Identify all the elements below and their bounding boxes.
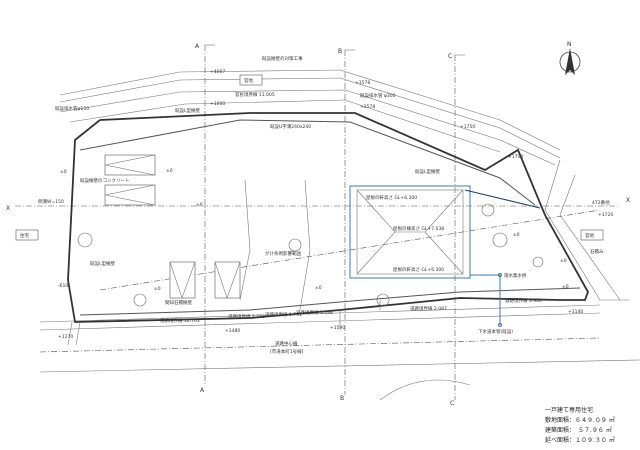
summary-title: 一戸建て専用住宅 bbox=[545, 406, 593, 414]
elevation: ±0 bbox=[315, 285, 322, 291]
elevation: +4007 bbox=[210, 69, 225, 75]
public-land-right: 官地 bbox=[585, 232, 594, 239]
label-road-boundary-top: 官民境界線 11.005 bbox=[235, 91, 275, 98]
elevation: ±0 bbox=[562, 284, 569, 290]
section-x-right: X bbox=[626, 197, 630, 204]
elevation-marks: +4007 +1000 +3578 +2578 +1700 +1270 +148… bbox=[58, 69, 613, 340]
label-road-boundary-bottom: 道路境界線 12.703 bbox=[160, 317, 200, 324]
summary-building-area: 建築面積： ５７.９６ ㎡ bbox=[545, 426, 612, 434]
building-footprint bbox=[349, 185, 541, 327]
elevation: ±0 bbox=[60, 169, 67, 175]
label-roof-top: 屋根の軒高さ GL+6.300 bbox=[366, 194, 417, 201]
area-summary: 一戸建て専用住宅 敷地面積：６４９.０９ ㎡ 建築面積： ５７.９６ ㎡ 延べ面… bbox=[545, 406, 615, 444]
site-boundary bbox=[67, 112, 589, 323]
label-lot: 472番地 bbox=[592, 199, 610, 206]
house-left: 住宅 bbox=[20, 232, 29, 239]
elevation: +1750 bbox=[460, 124, 475, 130]
elevation: +1480 bbox=[225, 328, 240, 334]
elevation: +1270 bbox=[58, 334, 73, 340]
public-land-top: 官地 bbox=[244, 77, 253, 84]
label-water-pipe: 既設排水管φ150 bbox=[55, 105, 89, 112]
label-sewer: 下水道本管(既設) bbox=[478, 328, 513, 335]
label-road-boundary-6: 道路境界線 3.900 bbox=[505, 297, 542, 304]
label-road-boundary-5: 道路境界線 2.087 bbox=[410, 305, 447, 312]
elevation: +2578 bbox=[360, 104, 375, 110]
label-rear-wall: 既設L型擁壁 bbox=[90, 260, 116, 267]
label-road-boundary-4: 道路境界線 3.098 bbox=[296, 309, 333, 316]
label-concrete: 既設擁壁のコンクリート bbox=[80, 177, 130, 184]
elevation: -610 bbox=[58, 283, 68, 289]
elevation: ±0 bbox=[154, 286, 161, 292]
section-a-bottom: A bbox=[200, 387, 205, 394]
label-catch-basin: 雨水集水桝 bbox=[504, 272, 527, 279]
u-ditch-line bbox=[79, 119, 536, 206]
elevation: +1140 bbox=[568, 309, 583, 315]
parking-spaces bbox=[104, 154, 241, 299]
elevation: ±0 bbox=[560, 258, 567, 264]
label-cliff-range: がけ条例影響範囲 bbox=[265, 250, 301, 257]
label-l-wall-right: 既設L型擁壁 bbox=[415, 168, 441, 175]
section-x-left: X bbox=[6, 205, 10, 212]
road-lines-top bbox=[39, 69, 640, 401]
label-side-ditch: 側溝W=150 bbox=[38, 198, 64, 205]
label-drain: 既設排水管 φ300 bbox=[360, 92, 396, 99]
elevation: +1720 bbox=[598, 212, 613, 218]
trees bbox=[77, 203, 544, 307]
label-roof-bottom: 屋根の軒高さ GL+6.300 bbox=[393, 266, 444, 273]
elevation: +3578 bbox=[355, 80, 370, 86]
label-retaining-new: 間知石積擁壁 bbox=[165, 299, 192, 306]
label-wall-work: 既設擁壁の対策工事 bbox=[262, 55, 303, 62]
section-b-top: B bbox=[338, 48, 342, 55]
north-label: N bbox=[567, 41, 572, 48]
elevation: +1000 bbox=[210, 101, 225, 107]
elevation: ±0 bbox=[166, 168, 173, 174]
label-u-ditch: 既設U字溝240x240 bbox=[270, 123, 311, 130]
summary-site-area: 敷地面積：６４９.０９ ㎡ bbox=[545, 416, 615, 424]
summary-floor-area: 延べ面積：１０９.３０ ㎡ bbox=[545, 436, 615, 444]
section-a-top: A bbox=[195, 43, 200, 50]
elevation: ±0 bbox=[513, 232, 520, 238]
elevation: +1590 bbox=[330, 325, 345, 331]
section-c-top: C bbox=[448, 53, 452, 60]
elevation: ±0 bbox=[196, 202, 203, 208]
label-road-center: 道路中心線 bbox=[275, 340, 298, 347]
section-c-bottom: C bbox=[450, 400, 454, 407]
house-left-box bbox=[15, 229, 39, 241]
section-lines bbox=[15, 44, 620, 400]
elevation: +1700 bbox=[508, 154, 523, 160]
label-l-wall-top: 既設L型擁壁 bbox=[175, 107, 201, 114]
label-roof-mid: 屋根の棟高さ GL+7.038 bbox=[393, 225, 444, 232]
section-b-bottom: B bbox=[340, 395, 344, 402]
label-road-name: [市道本町1号線] bbox=[270, 348, 304, 355]
label-road-boundary-2: 道路境界線 2.270 bbox=[228, 313, 265, 320]
label-stone: 石積み bbox=[590, 248, 604, 255]
north-compass-icon bbox=[559, 48, 581, 75]
public-land-right-box bbox=[580, 229, 604, 241]
label-road-boundary-3: 道路境界線 1.791 bbox=[265, 311, 302, 318]
public-land-top-box bbox=[239, 74, 263, 86]
